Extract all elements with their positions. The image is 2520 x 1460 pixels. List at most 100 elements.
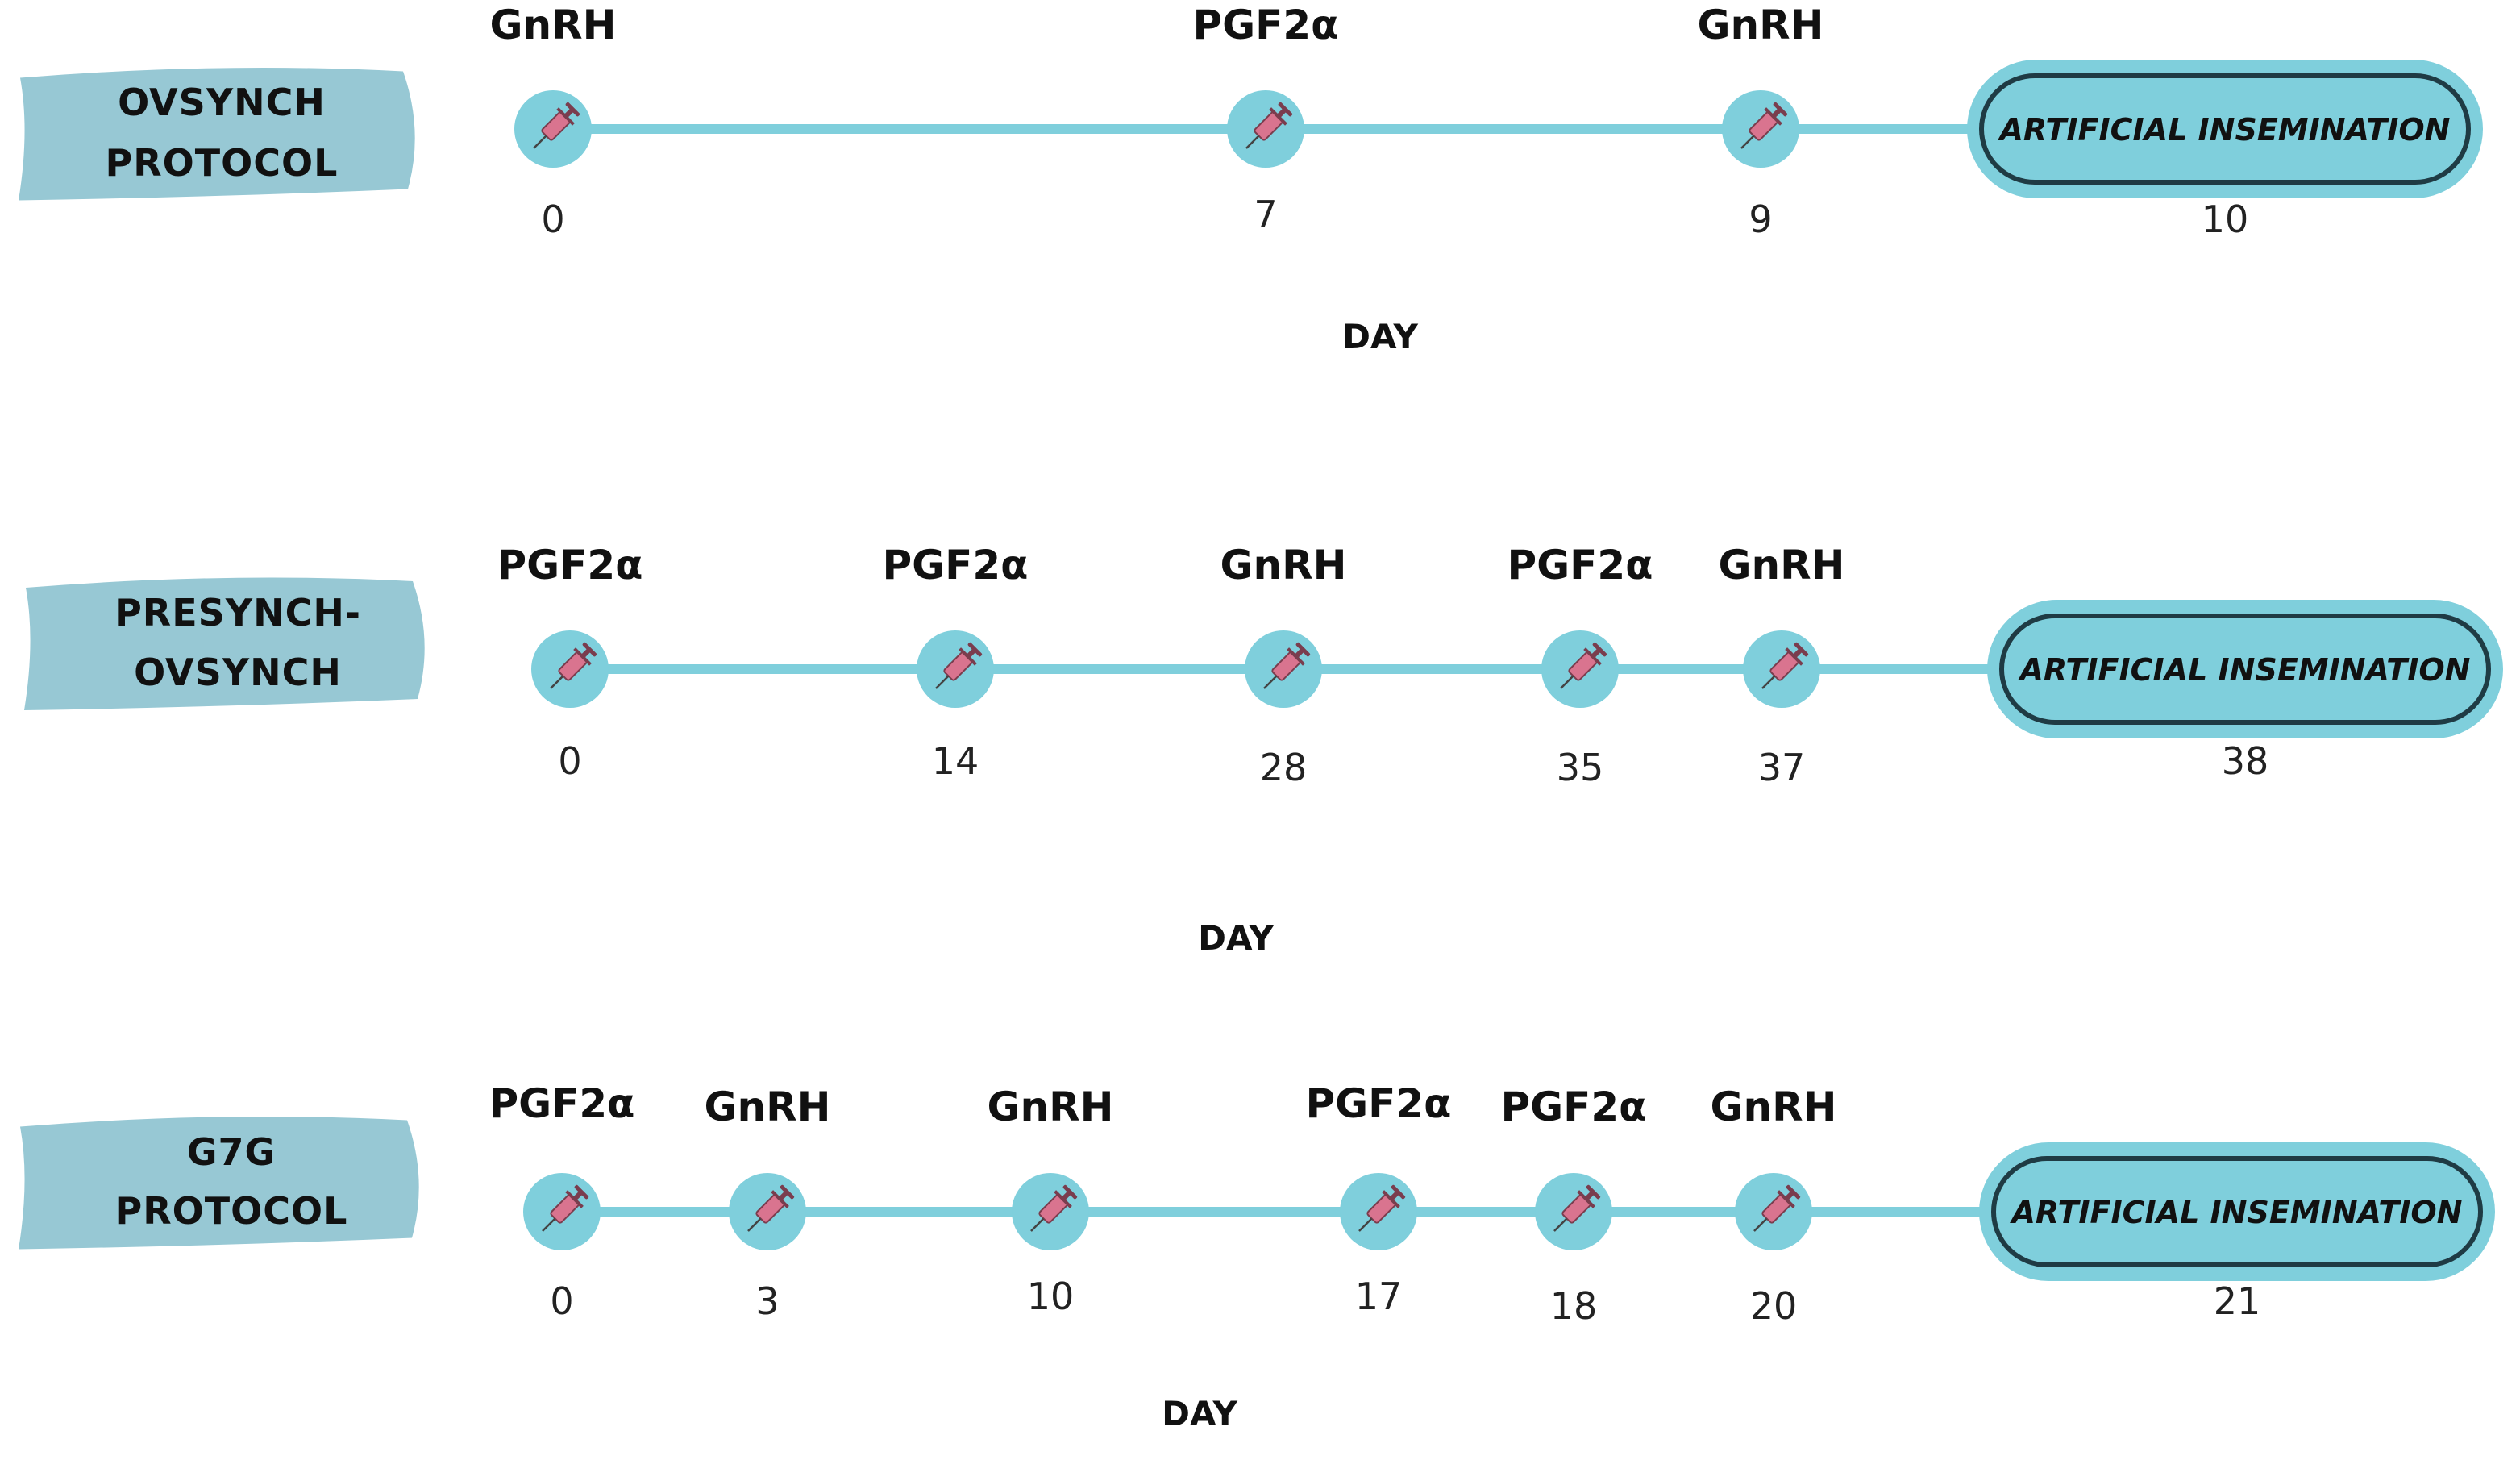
protocol-name-line-1: G7G: [187, 1130, 277, 1174]
event-day-label: 35: [1557, 746, 1604, 789]
syringe-flange: [1785, 647, 1803, 666]
protocol-name-line-2: OVSYNCH: [134, 651, 342, 694]
syringe-plunger-cap: [1786, 1184, 1801, 1200]
event-drug-label: GnRH: [705, 1084, 831, 1130]
event-drug-label: PGF2α: [1193, 2, 1339, 48]
timeline-event: PGF2α 7: [1193, 2, 1339, 236]
syringe-flange: [1054, 1190, 1072, 1208]
syringe-flange: [556, 107, 575, 126]
syringe-icon: [1740, 102, 1788, 149]
event-day-label: 14: [932, 739, 979, 783]
syringe-flange: [1287, 647, 1305, 666]
event-day-label: 0: [558, 739, 581, 783]
ai-day-label: 21: [2214, 1279, 2261, 1323]
ai-label: ARTIFICIAL INSEMINATION: [2010, 1195, 2463, 1230]
event-day-label: 0: [541, 198, 564, 241]
protocol-name-line-2: PROTOCOL: [106, 141, 339, 185]
syringe-plunger-cap: [1062, 1184, 1078, 1200]
event-day-label: 7: [1254, 193, 1277, 236]
timeline-event: PGF2α 17: [1306, 1080, 1452, 1318]
axis-label-day: DAY: [1342, 317, 1418, 356]
event-drug-label: PGF2α: [1507, 542, 1653, 589]
syringe-plunger-cap: [780, 1184, 795, 1200]
syringe-needle: [1761, 675, 1776, 689]
timeline-event: PGF2α 0: [497, 542, 643, 783]
protocol-label-shape: [24, 577, 425, 710]
event-drug-label: PGF2α: [497, 542, 643, 589]
syringe-plunger-cap: [565, 102, 580, 117]
syringe-icon: [1263, 642, 1311, 689]
syringe-flange: [573, 647, 592, 666]
ai-label: ARTIFICIAL INSEMINATION: [1998, 112, 2451, 148]
event-day-label: 17: [1355, 1275, 1403, 1318]
syringe-needle: [935, 675, 950, 689]
syringe-icon: [1761, 642, 1809, 689]
syringe-needle: [1560, 675, 1574, 689]
timeline-event: PGF2α 18: [1501, 1084, 1647, 1328]
event-drug-label: PGF2α: [883, 542, 1029, 589]
syringe-flange: [1777, 1190, 1795, 1208]
protocol-label-shape: [19, 68, 415, 201]
ai-capsule-inner: [1979, 73, 2471, 185]
event-drug-label: PGF2α: [1306, 1080, 1452, 1127]
protocol-name-line-1: PRESYNCH-: [114, 591, 361, 634]
event-day-label: 28: [1260, 746, 1308, 789]
syringe-plunger-cap: [574, 1184, 589, 1200]
timeline-event: GnRH 3: [705, 1084, 831, 1323]
timeline-event: GnRH 28: [1220, 542, 1347, 789]
event-drug-label: GnRH: [988, 1084, 1114, 1130]
protocol-name-line-1: OVSYNCH: [118, 81, 326, 124]
timeline-event: GnRH 9: [1698, 2, 1824, 241]
ai-day-label: 10: [2202, 198, 2249, 241]
syringe-needle: [542, 1217, 556, 1232]
syringe-icon: [1358, 1184, 1406, 1232]
ai-label: ARTIFICIAL INSEMINATION: [2018, 652, 2471, 688]
event-day-label: 18: [1550, 1284, 1598, 1328]
protocol-label-shape: [19, 1117, 419, 1250]
syringe-flange: [1583, 647, 1602, 666]
event-drug-label: PGF2α: [489, 1080, 635, 1127]
syringe-plunger-cap: [582, 642, 597, 657]
ai-capsule-inner: [1991, 1156, 2483, 1267]
event-drug-label: GnRH: [1719, 542, 1845, 589]
event-day-label: 0: [550, 1279, 573, 1323]
syringe-plunger-cap: [1391, 1184, 1406, 1200]
syringe-icon: [1553, 1184, 1601, 1232]
event-day-label: 37: [1758, 746, 1806, 789]
syringe-flange: [959, 647, 977, 666]
syringe-flange: [1269, 107, 1287, 126]
event-drug-label: GnRH: [1698, 2, 1824, 48]
syringe-plunger-cap: [1592, 642, 1607, 657]
syringe-needle: [550, 675, 564, 689]
syringe-flange: [565, 1190, 584, 1208]
syringe-flange: [1577, 1190, 1595, 1208]
syringe-plunger-cap: [1794, 642, 1809, 657]
syringe-flange: [771, 1190, 789, 1208]
event-day-label: 10: [1027, 1275, 1075, 1318]
syringe-plunger-cap: [1278, 102, 1293, 117]
protocol-label: PRESYNCH- OVSYNCH: [24, 577, 425, 710]
event-day-label: 9: [1749, 198, 1772, 241]
timeline-event: PGF2α 35: [1507, 542, 1653, 789]
syringe-flange: [1382, 1190, 1400, 1208]
timeline-event: PGF2α 0: [489, 1080, 635, 1323]
ai-endpoint: ARTIFICIAL INSEMINATION 21: [1979, 1142, 2495, 1323]
event-drug-label: GnRH: [1220, 542, 1347, 589]
syringe-needle: [1553, 1217, 1568, 1232]
syringe-plunger-cap: [967, 642, 983, 657]
event-drug-label: PGF2α: [1501, 1084, 1647, 1130]
syringe-needle: [1740, 135, 1755, 149]
event-drug-label: GnRH: [1711, 1084, 1837, 1130]
syringe-icon: [542, 1184, 589, 1232]
ai-capsule-inner: [1999, 614, 2491, 725]
event-day-label: 3: [755, 1279, 779, 1323]
syringe-needle: [1030, 1217, 1045, 1232]
protocol-row-3: G7GPROTOCOLPGF2α0GnRH3GnRH10PGF2α17PGF2α…: [19, 1080, 2495, 1433]
syringe-icon: [1560, 642, 1607, 689]
syringe-icon: [935, 642, 983, 689]
timeline-event: GnRH 10: [988, 1084, 1114, 1318]
